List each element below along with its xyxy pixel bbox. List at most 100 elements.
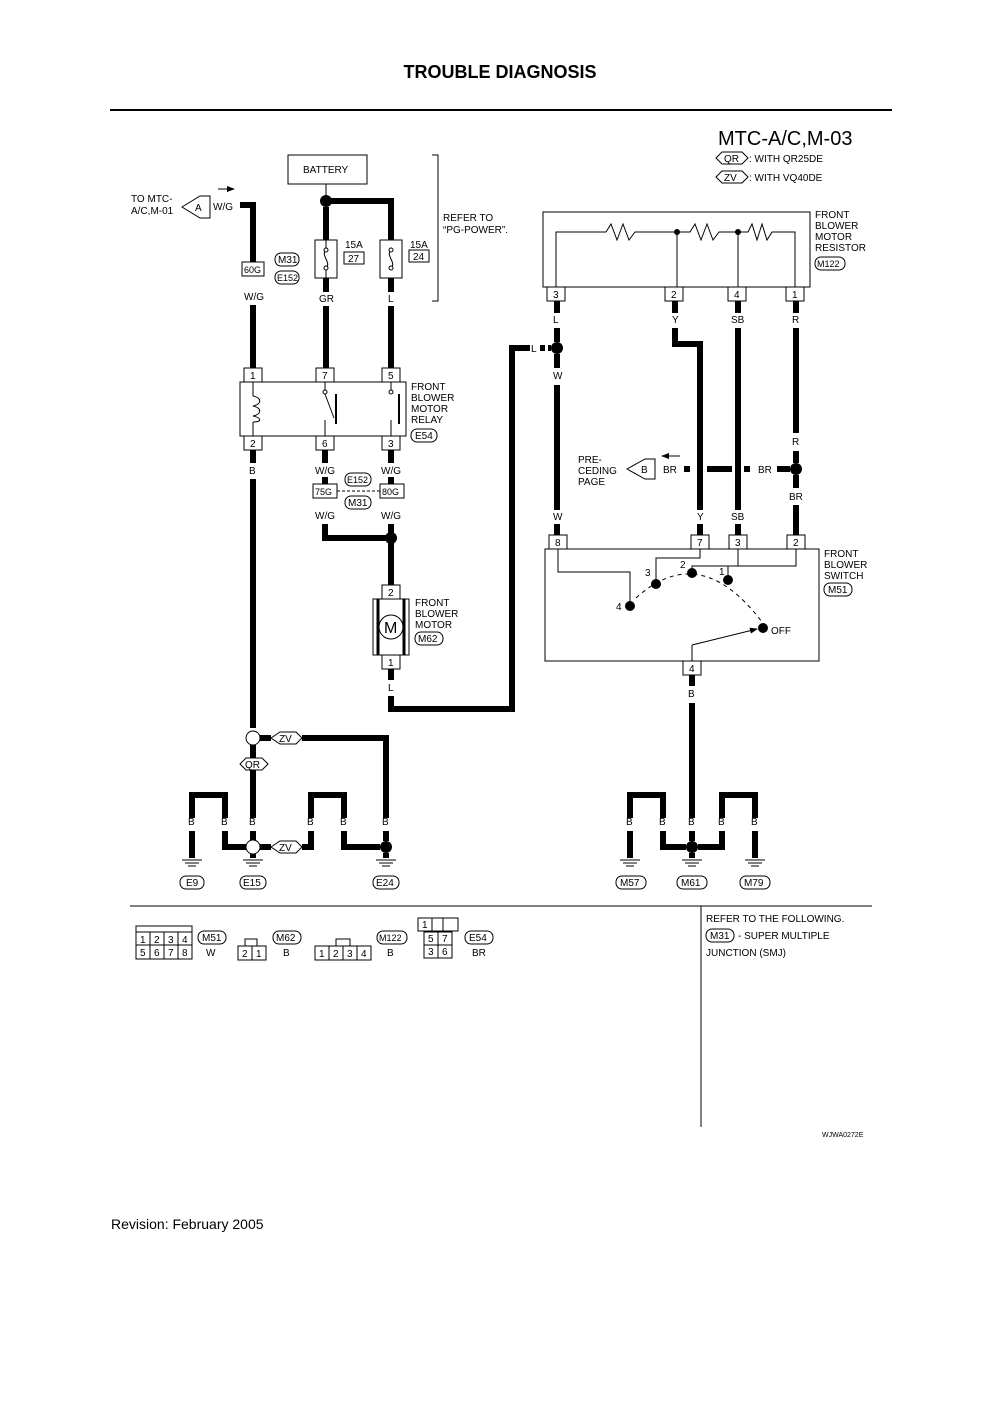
page-title: TROUBLE DIAGNOSIS — [403, 62, 597, 82]
wire-l-motor: L — [388, 683, 394, 694]
wire-br-lower: BR — [789, 492, 803, 503]
wire-w-sw: W — [553, 512, 563, 523]
junction-l — [551, 342, 563, 354]
switch-pos-1: 1 — [719, 567, 725, 578]
svg-text:2: 2 — [333, 949, 339, 960]
gl-wire-6: B — [382, 817, 389, 828]
svg-text:E54: E54 — [469, 933, 487, 944]
svg-text:E152: E152 — [347, 475, 368, 485]
gl-wire-3: B — [249, 817, 256, 828]
wire-sb-sw: SB — [731, 512, 745, 523]
switch-pos-3: 3 — [645, 568, 651, 579]
svg-text:W: W — [206, 948, 216, 959]
svg-text:3: 3 — [735, 538, 741, 549]
legend-qr: QR : WITH QR25DE — [715, 151, 823, 165]
ground-m79: M79 — [739, 859, 771, 890]
svg-text:7: 7 — [168, 948, 174, 959]
svg-text:6: 6 — [322, 439, 328, 450]
svg-text:4: 4 — [182, 935, 188, 946]
resistor-label-4: RESISTOR — [815, 243, 866, 254]
wire-y-sw: Y — [697, 512, 704, 523]
svg-text:M: M — [384, 620, 397, 637]
svg-text:M31: M31 — [710, 931, 730, 942]
svg-text:2: 2 — [250, 439, 256, 450]
wire-wg-75g: W/G — [315, 511, 335, 522]
preceding-line1: PRE- — [578, 455, 602, 466]
switch-pos-2: 2 — [680, 560, 686, 571]
svg-text:24: 24 — [413, 252, 425, 263]
wire-w-mid: W — [553, 371, 563, 382]
gl-wire-5: B — [340, 817, 347, 828]
motor-connector-tag — [414, 631, 444, 646]
svg-text:80G: 80G — [382, 487, 399, 497]
svg-text:M61: M61 — [681, 878, 701, 889]
svg-text:E9: E9 — [186, 878, 199, 889]
svg-text:M51: M51 — [202, 933, 222, 944]
relay-label-3: MOTOR — [411, 404, 448, 415]
diagram-code: MTC-A/C,M-03 — [718, 128, 852, 150]
relay-label-2: BLOWER — [411, 393, 454, 404]
preceding-line3: PAGE — [578, 477, 605, 488]
m61-junction — [686, 841, 698, 853]
to-mtc-line2: A/C,M-01 — [131, 206, 174, 217]
smj-75g-80g: 75G 80G E152 M31 — [312, 472, 405, 510]
svg-text:1: 1 — [422, 920, 428, 931]
blower-resistor: 3 2 4 1 — [542, 211, 811, 302]
gr-wire-3: B — [688, 817, 695, 828]
svg-text:6: 6 — [154, 948, 160, 959]
connector-m122-face: 1 2 3 4 M122 B — [314, 930, 408, 961]
svg-text:M51: M51 — [828, 585, 848, 596]
switch-off: OFF — [771, 626, 791, 637]
resistor-label-2: BLOWER — [815, 221, 858, 232]
svg-text:B: B — [283, 948, 290, 959]
wire-wg-relay-3: W/G — [381, 466, 401, 477]
refer-m31-tag — [705, 928, 735, 943]
connector-e54-face: 1 2 5 7 3 6 E54 BR — [417, 917, 494, 959]
svg-text:2: 2 — [671, 290, 677, 301]
preceding-line2: CEDING — [578, 466, 617, 477]
switch-label-1: FRONT — [824, 549, 858, 560]
svg-text:QR: QR — [724, 154, 739, 165]
refer-pg-line2: “PG-POWER”. — [443, 225, 508, 236]
relay-label-1: FRONT — [411, 382, 445, 393]
zv-junction-top — [245, 730, 261, 746]
svg-text:4: 4 — [734, 290, 740, 301]
svg-text:M31: M31 — [278, 255, 298, 266]
ground-m61: M61 — [676, 859, 708, 890]
svg-text:3: 3 — [347, 949, 353, 960]
ground-e24: E24 — [372, 859, 400, 890]
svg-text:M62: M62 — [276, 933, 296, 944]
gr-wire-4: B — [718, 817, 725, 828]
blower-relay: 1 7 5 2 6 3 — [239, 367, 407, 451]
wire-l-mid: L — [531, 344, 537, 355]
svg-text:2: 2 — [242, 949, 248, 960]
gl-wire-2: B — [221, 817, 228, 828]
svg-text:8: 8 — [555, 538, 561, 549]
svg-text:QR: QR — [245, 760, 260, 771]
svg-text:ZV: ZV — [724, 173, 737, 184]
svg-text:A: A — [195, 203, 202, 214]
resistor-connector-tag — [814, 256, 846, 271]
switch-label-3: SWITCH — [824, 571, 863, 582]
svg-text:3: 3 — [553, 290, 559, 301]
svg-text:15A: 15A — [410, 240, 428, 251]
svg-text:75G: 75G — [315, 487, 332, 497]
svg-text:3: 3 — [168, 935, 174, 946]
wire-b-relay: B — [249, 466, 256, 477]
fuse-27: 15A 27 — [314, 239, 365, 279]
connector-b — [625, 458, 656, 480]
fuse-24: 15A 24 — [379, 239, 430, 279]
wire-r-lower: R — [792, 437, 799, 448]
svg-text:2: 2 — [793, 538, 799, 549]
switch-connector-tag — [823, 582, 853, 597]
svg-text:M31: M31 — [348, 498, 368, 509]
svg-text:6: 6 — [442, 947, 448, 958]
svg-text:2: 2 — [388, 588, 394, 599]
connector-m51-face: 1 2 3 4 5 6 7 8 M51 W — [135, 925, 227, 960]
blower-switch: 8 7 3 2 4 — [544, 534, 820, 676]
svg-text:3: 3 — [428, 947, 434, 958]
wire-sb-res: SB — [731, 315, 745, 326]
refer-pg-line1: REFER TO — [443, 213, 493, 224]
connector-m62-face: 2 1 M62 B — [237, 930, 302, 961]
